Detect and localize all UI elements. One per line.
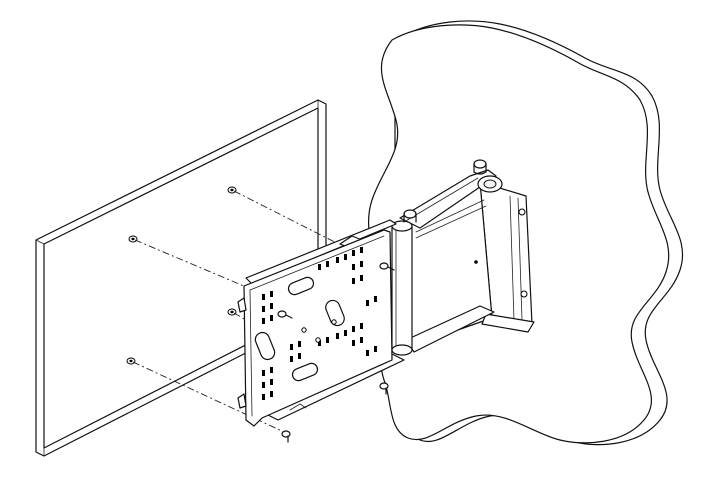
alignment-line	[134, 239, 259, 293]
upper-link	[399, 169, 497, 229]
mounting-screw	[379, 262, 395, 271]
mounting-screw	[281, 430, 291, 443]
plate-slot	[254, 331, 276, 361]
display-vesa-hole	[128, 235, 138, 243]
mounting-screw	[379, 382, 389, 395]
mounting-screws	[277, 262, 395, 443]
display-vesa-hole	[227, 308, 237, 316]
vesa-adapter-plate	[237, 219, 405, 427]
plate-slot	[325, 299, 345, 327]
plate-top-flange	[245, 219, 397, 285]
display-vesa-hole	[227, 186, 237, 194]
plate-slot	[287, 276, 315, 296]
mounting-screw	[277, 310, 293, 319]
plate-hole-grid	[262, 247, 377, 400]
display-vesa-hole	[126, 357, 136, 365]
articulating-arm	[391, 159, 535, 356]
pivot-column	[391, 225, 413, 351]
plate-slot	[291, 362, 319, 382]
